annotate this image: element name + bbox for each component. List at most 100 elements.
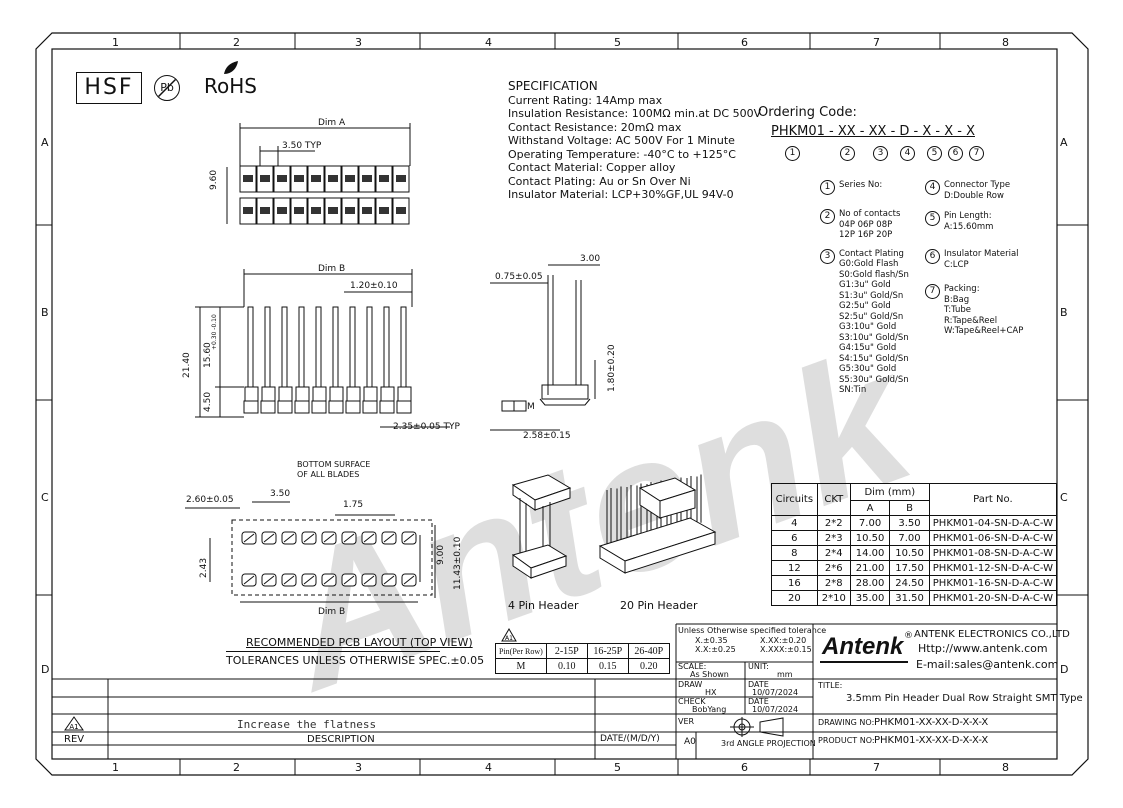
ordering-title: Ordering Code: [758,105,857,120]
projection-label: 3rd ANGLE PROJECTION [721,739,816,748]
row-label: B [1060,306,1068,319]
tolerance-underline [226,651,440,652]
spec-line: Operating Temperature: -40°C to +125°C [508,147,736,161]
revision-description: Increase the flatness [237,718,377,731]
pin-hole [328,207,338,214]
col-label: 1 [112,36,119,49]
specification-block: SPECIFICATION Current Rating: 14Amp max … [508,79,761,202]
pin-foot [260,400,276,414]
pad-hatch [363,533,375,543]
pin-foot [277,400,293,414]
pad-hatch [383,533,395,543]
ver-value: A0 [684,737,696,747]
legend-line: Series No: [839,180,883,190]
pin-hole [396,175,406,182]
pin-foot [362,400,378,414]
legend-line: Packing: [944,284,980,294]
legend-line: D:Double Row [944,190,1004,201]
pcb-title: RECOMMENDED PCB LAYOUT (TOP VIEW) [246,636,473,649]
ordering-legend-right: 4 Connector Type D:Double Row 5 Pin Leng… [925,180,1023,337]
pad-hatch [283,575,295,585]
legend-line: G4:15u" Gold [839,343,897,353]
pin-hole [328,175,338,182]
col-label: 4 [485,36,492,49]
col-label: 7 [873,36,880,49]
legend-number: 2 [820,209,835,224]
row-label: D [1060,663,1069,676]
code-number: 3 [873,146,888,161]
pin-foot [328,400,344,414]
leaf-icon [224,61,238,74]
pad-hatch [303,575,315,585]
pad-hatch [343,533,355,543]
flatness-table: Pin(Per Row) 2-15P 16-25P 26-40P M 0.10 … [495,643,670,674]
legend-number: 6 [925,249,940,264]
pin-foot [345,400,361,414]
table-cell: 31.50 [889,590,930,606]
rohs-logo: RoHS [204,74,257,98]
pin-hole [311,175,321,182]
row-label: A [1060,136,1068,149]
legend-line: G3:10u" Gold [839,322,897,332]
twenty-pin-caption: 20 Pin Header [620,599,698,612]
pin-hole [243,207,253,214]
legend-line: 04P 06P 08P [839,219,893,230]
col-label: 8 [1002,761,1009,774]
legend-line: G5:30u" Gold [839,364,897,374]
company-email: E-mail:sales@antenk.com [916,658,1059,671]
pb-free-icon: Pb [154,75,180,101]
date-label: DATE [748,680,769,689]
pcb-dimb-label: Dim B [318,607,346,617]
pin-foot [379,400,395,414]
pad-hatch [283,533,295,543]
pad-hatch [263,575,275,585]
four-pin-3d-view [511,474,572,579]
registered-icon: ® [904,631,913,641]
typ-350-label: 3.50 TYP [282,141,322,151]
pin-hole [260,207,270,214]
legend-number: 5 [925,211,940,226]
legend-number: 3 [820,248,835,264]
code-number: 1 [785,146,800,161]
pad-hatch [403,575,415,585]
row-label: B [41,306,49,319]
twenty-pin-3d-view [598,474,717,574]
legend-line: S2:5u" Gold/Sn [839,311,904,322]
legend-line: Insulator Material [944,249,1019,259]
tol-head: Unless Otherwise specified tolerance [678,626,827,635]
flatness-m-label: M [527,402,535,412]
legend-line: S0:Gold flash/Sn [839,269,909,280]
legend-number: 4 [925,180,940,195]
legend-line: W:Tape&Reel+CAP [944,326,1024,336]
scale-value: As Shown [690,670,729,679]
col-label: 6 [741,761,748,774]
legend-line: S3:10u" Gold/Sn [839,332,909,343]
pin-hole [362,207,372,214]
unit-value: mm [777,670,793,679]
side-view-drawing [490,264,600,431]
pin-hole [345,175,355,182]
date-label: DATE [748,697,769,706]
legend-line: S4:15u" Gold/Sn [839,353,909,364]
date-value: 10/07/2024 [752,705,799,714]
triangle-label: A1 [505,635,513,642]
drawing-no-label: DRAWING NO: [818,718,875,727]
col-label: 8 [1002,36,1009,49]
rev-header: REV [64,734,85,745]
pad-hatch [403,533,415,543]
spec-line: Contact Material: Copper alloy [508,161,676,174]
spec-line: Current Rating: 14Amp max [508,93,663,107]
check-value: BobYang [692,705,727,714]
code-number: 2 [840,146,855,161]
pcb-175-label: 1.75 [343,500,364,510]
tol-value: X.XXX:±0.15 [760,645,812,654]
legend-line: G0:Gold Flash [839,259,899,269]
drawing-no-value: PHKM01-XX-XX-D-X-X-X [874,717,989,728]
date-header: DATE/(M/D/Y) [600,734,660,744]
description-header: DESCRIPTION [307,734,375,745]
product-no-value: PHKM01-XX-XX-D-X-X-X [874,735,989,746]
dim-b-label: Dim B [318,264,346,274]
side-258-label: 2.58±0.15 [523,431,571,441]
